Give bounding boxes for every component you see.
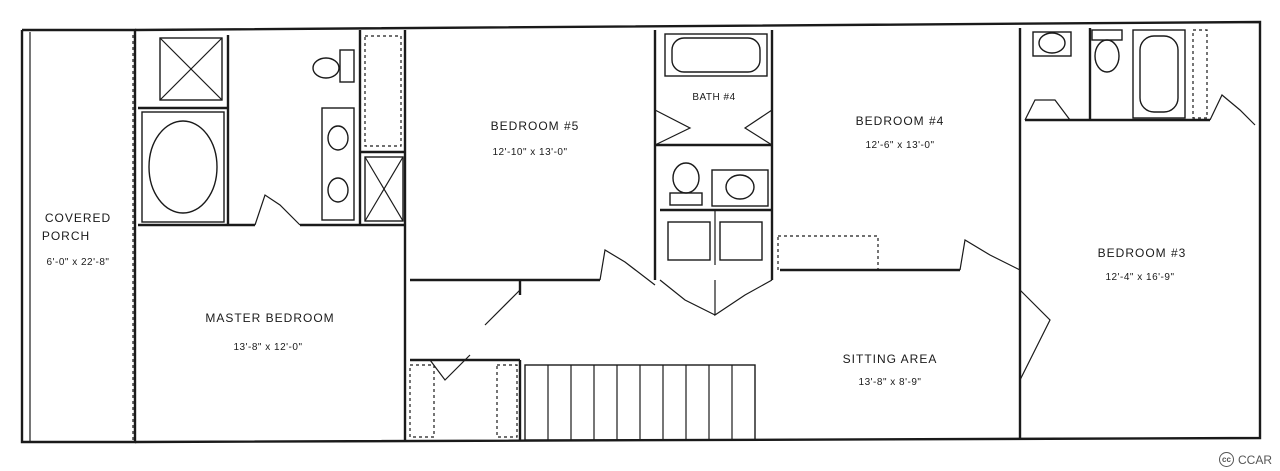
bedroom4-size: 12'-6" x 13'-0" [865, 140, 934, 151]
doors [254, 94, 1256, 381]
sitting-area-label: SITTING AREA [843, 352, 938, 366]
ccar-watermark: cc CCAR [1218, 452, 1272, 467]
covered-porch-label-line2: PORCH [42, 229, 90, 243]
bath-fixtures [141, 29, 1208, 271]
sitting-area-size: 13'-8" x 8'-9" [859, 377, 922, 388]
room-labels: COVERED PORCH 6'-0" x 22'-8" MASTER BEDR… [42, 92, 1187, 388]
bedroom5-size: 12'-10" x 13'-0" [492, 147, 567, 158]
bedroom4-label: BEDROOM #4 [856, 114, 945, 128]
bedroom3-label: BEDROOM #3 [1098, 246, 1187, 260]
covered-porch-size: 6'-0" x 22'-8" [47, 257, 110, 268]
cc-badge-icon: cc [1218, 452, 1234, 467]
master-bedroom-size: 13'-8" x 12'-0" [233, 342, 302, 353]
bath4-label: BATH #4 [692, 92, 735, 103]
covered-porch-label-line1: COVERED [45, 211, 111, 225]
watermark-label: CCAR [1237, 452, 1272, 467]
stairs [409, 364, 756, 441]
bedroom5-label: BEDROOM #5 [491, 119, 580, 133]
bedroom3-size: 12'-4" x 16'-9" [1105, 272, 1174, 283]
interior-walls [138, 28, 1210, 440]
master-bedroom-label: MASTER BEDROOM [205, 311, 334, 325]
